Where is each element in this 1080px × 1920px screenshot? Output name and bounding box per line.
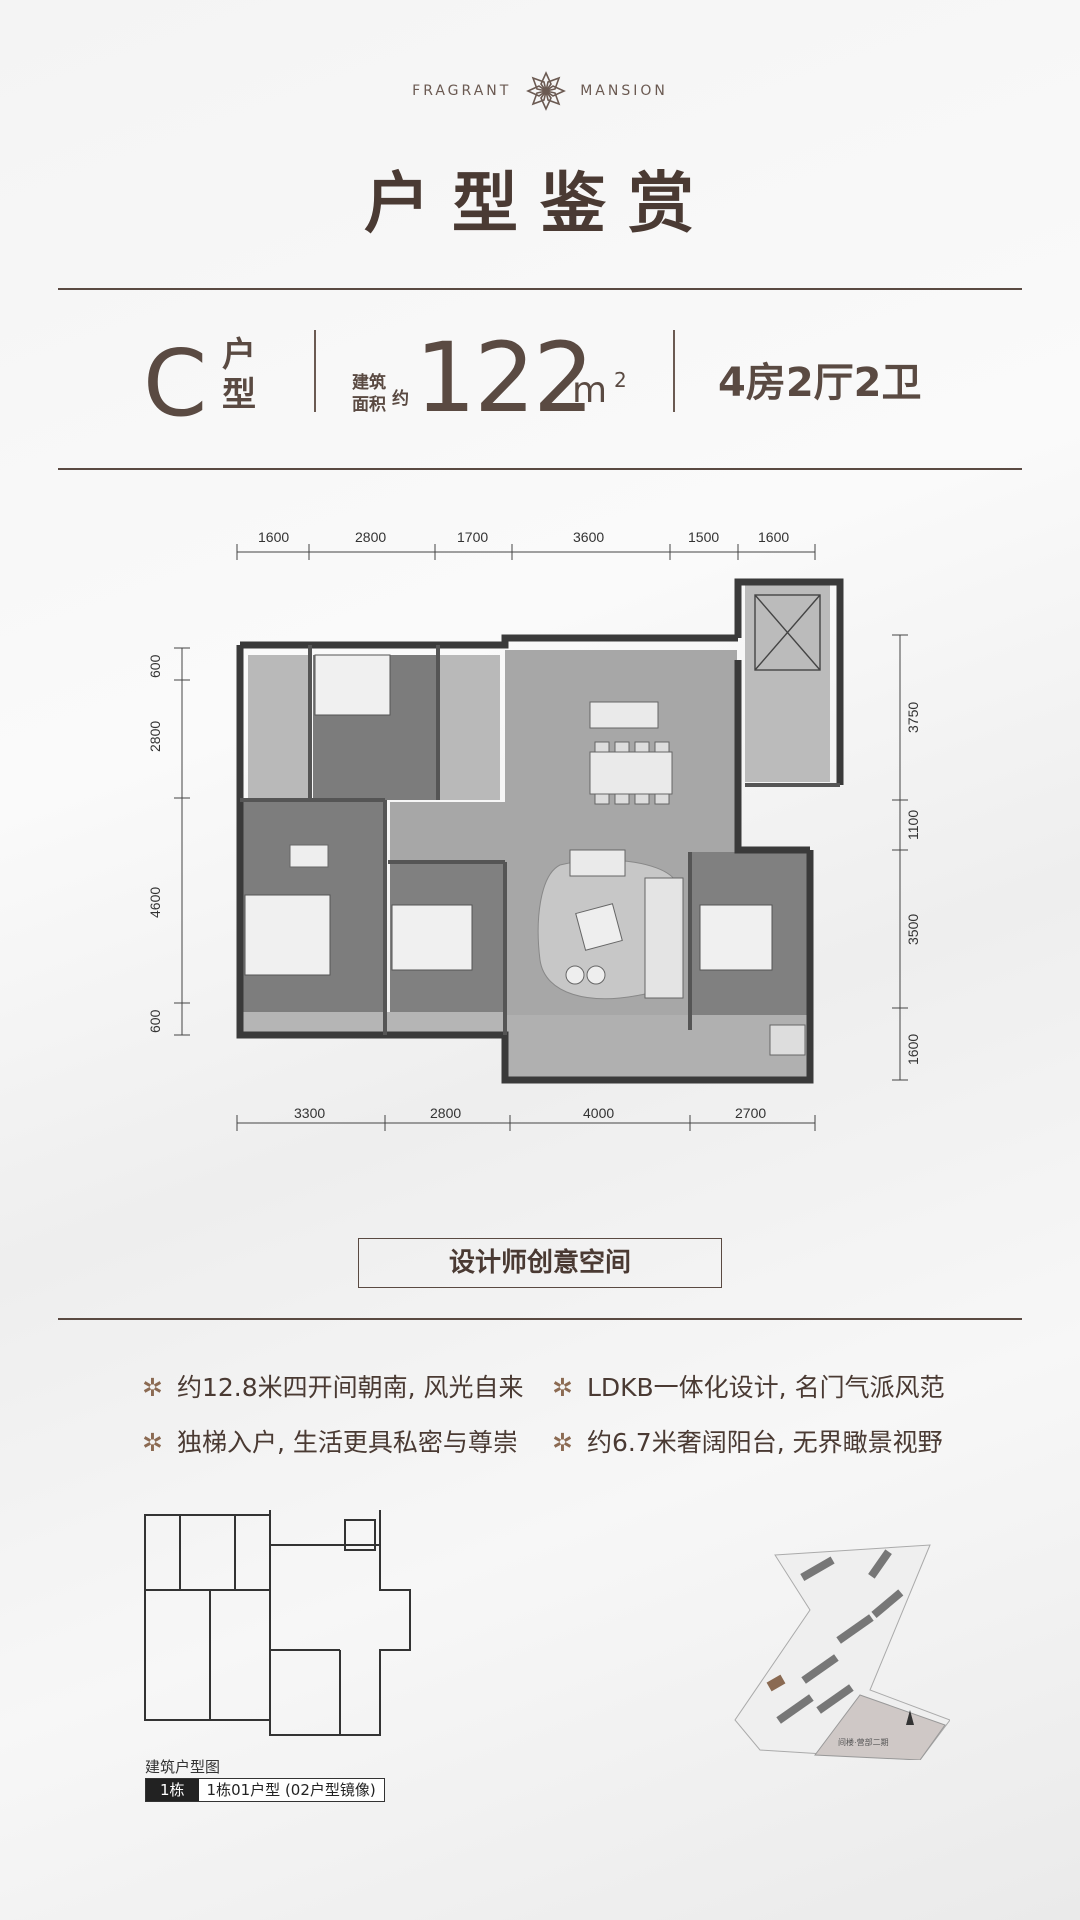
building-tag: 1栋 1栋01户型 (02户型镜像): [145, 1778, 385, 1802]
dim-top-5: 1500: [688, 529, 719, 545]
dimension-line-right: [892, 634, 908, 1081]
divider-features: [58, 1318, 1022, 1320]
divider-top: [58, 288, 1022, 290]
dim-top-6: 1600: [758, 529, 789, 545]
designer-space-label: 设计师创意空间: [358, 1238, 722, 1288]
dining-table: [589, 751, 673, 795]
dimension-texts: 1600 2800 1700 3600 1500 1600 3300 2800 …: [147, 529, 921, 1121]
corridor-floor: [390, 802, 510, 862]
star-icon: ✲: [552, 1373, 573, 1402]
desk: [289, 844, 329, 868]
dim-right-2: 1100: [905, 810, 921, 840]
dining-chairs: [594, 741, 670, 805]
sofa: [644, 877, 684, 999]
dim-right-4: 1600: [905, 1034, 921, 1065]
tv-cabinet: [569, 849, 626, 877]
dimension-line-top: [236, 544, 816, 560]
room-config: 4房2厅2卫: [718, 360, 922, 406]
dim-bottom-2: 2800: [430, 1105, 461, 1121]
dim-top-3: 1700: [457, 529, 488, 545]
master-bed: [244, 894, 331, 976]
building-unit-desc: 1栋01户型 (02户型镜像): [198, 1779, 384, 1801]
page-title: 户型鉴赏: [364, 165, 716, 242]
star-icon: ✲: [142, 1373, 163, 1402]
bed-4: [314, 654, 391, 716]
site-plan: 间楼·营部二期: [734, 1544, 950, 1760]
dim-top-4: 3600: [573, 529, 604, 545]
dim-left-4: 600: [147, 1009, 163, 1033]
elevator-lobby-floor: [745, 582, 830, 782]
bathroom-2-floor: [440, 655, 500, 800]
bathroom-1-floor: [248, 655, 308, 800]
stool-1: [565, 965, 585, 985]
beds: [244, 654, 773, 976]
dim-bottom-1: 3300: [294, 1105, 325, 1121]
feature-item: ✲LDKB一体化设计, 名门气派风范: [552, 1373, 945, 1402]
balcony-sink: [769, 1024, 806, 1056]
site-marker: [766, 1674, 786, 1692]
area-value: 122: [415, 322, 594, 434]
building-number: 1栋: [146, 1779, 199, 1801]
elevator-icon: [754, 594, 821, 671]
feature-item: ✲独梯入户, 生活更具私密与尊崇: [142, 1428, 518, 1457]
dimension-line-bottom: [236, 1115, 816, 1131]
bed-3: [699, 904, 773, 971]
site-block-highlight: [814, 1694, 946, 1760]
bed-2: [391, 904, 473, 971]
dim-right-3: 3500: [905, 914, 921, 945]
feature-item: ✲约12.8米四开间朝南, 风光自来: [142, 1373, 524, 1402]
brand-left-text: FRAGRANT: [412, 83, 512, 99]
balcony-small-floor: [243, 1012, 503, 1034]
brand-logo: FRAGRANT MANSION: [0, 70, 1080, 112]
divider-unit-bottom: [58, 468, 1022, 470]
feature-item: ✲约6.7米奢阔阳台, 无界瞰景视野: [552, 1428, 943, 1457]
area-label: 建筑面积: [352, 373, 386, 415]
floor-plan: 1600 2800 1700 3600 1500 1600 3300 2800 …: [147, 529, 921, 1131]
star-icon: ✲: [142, 1428, 163, 1457]
area-unit-superscript: 2: [614, 368, 627, 392]
dim-left-3: 4600: [147, 887, 163, 918]
flower-logo-icon: [525, 71, 566, 111]
dimension-line-left: [174, 647, 190, 1036]
mini-floor-plan: [144, 1510, 411, 1736]
unit-letter: C: [143, 330, 208, 437]
inner-walls: [240, 645, 840, 1035]
area-unit: m: [572, 370, 608, 411]
star-icon: ✲: [552, 1428, 573, 1457]
dim-bottom-3: 4000: [583, 1105, 614, 1121]
walls: [236, 578, 844, 1084]
kitchen-island: [589, 701, 659, 729]
mini-plan-label: 建筑户型图: [145, 1758, 221, 1776]
coffee-table: [575, 903, 623, 951]
north-arrow-icon: [906, 1710, 914, 1725]
brand-right-text: MANSION: [580, 83, 668, 99]
divider-vertical-1: [314, 330, 316, 412]
divider-vertical-2: [673, 330, 675, 412]
building-footprints: [776, 1549, 904, 1724]
dim-left-2: 2800: [147, 721, 163, 752]
area-prefix: 约: [392, 389, 409, 409]
site-note: 间楼·营部二期: [838, 1737, 889, 1747]
stool-2: [586, 965, 606, 985]
dim-right-1: 3750: [905, 702, 921, 733]
balcony-floor: [505, 1015, 810, 1078]
dim-top-1: 1600: [258, 529, 289, 545]
dim-bottom-4: 2700: [735, 1105, 766, 1121]
unit-type-label: 户型: [222, 335, 256, 415]
dim-top-2: 2800: [355, 529, 386, 545]
dim-left-1: 600: [147, 654, 163, 678]
